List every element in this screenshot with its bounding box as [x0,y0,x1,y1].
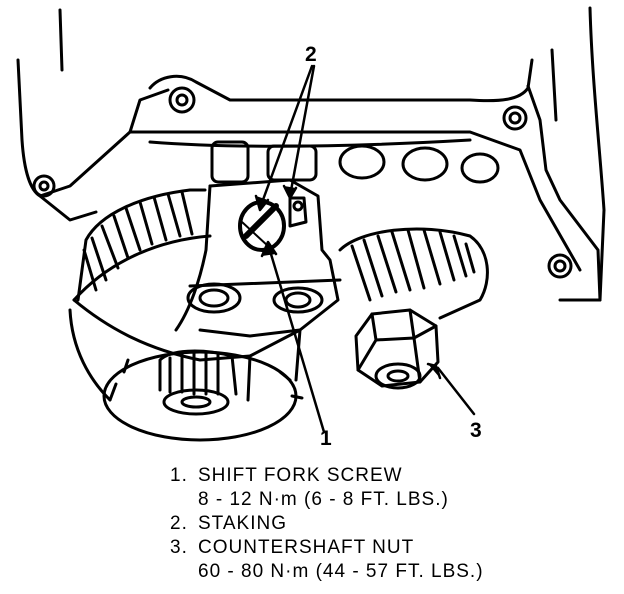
left-gear [76,188,207,302]
staking-mark [288,196,308,228]
callout-2: 2 [305,43,317,66]
legend-label: SHIFT FORK SCREW [198,465,403,486]
housing-bores [210,140,500,184]
legend-item-2: 2. STAKING [170,512,610,536]
housing-outline [16,6,606,302]
shift-fork-screw [238,200,286,252]
legend: 1. SHIFT FORK SCREW 8 - 12 N·m (6 - 8 FT… [170,464,610,584]
legend-number: 3. [170,537,188,558]
legend-number: 2. [170,513,188,534]
legend-item-3: 3. COUNTERSHAFT NUT [170,536,610,560]
right-gear [338,227,489,320]
callout-1: 1 [320,427,332,450]
legend-number: 1. [170,465,188,486]
leader-lines [254,64,476,434]
output-shaft [102,349,304,442]
callout-3: 3 [470,419,482,442]
countershaft-nut [354,308,440,390]
legend-label: COUNTERSHAFT NUT [198,537,415,558]
transmission-diagram [16,6,606,442]
legend-spec-3: 60 - 80 N·m (44 - 57 FT. LBS.) [198,561,484,582]
legend-spec-1: 8 - 12 N·m (6 - 8 FT. LBS.) [198,489,449,510]
housing-flange [32,58,602,302]
legend-item-1: 1. SHIFT FORK SCREW [170,464,610,488]
legend-label: STAKING [198,513,287,534]
